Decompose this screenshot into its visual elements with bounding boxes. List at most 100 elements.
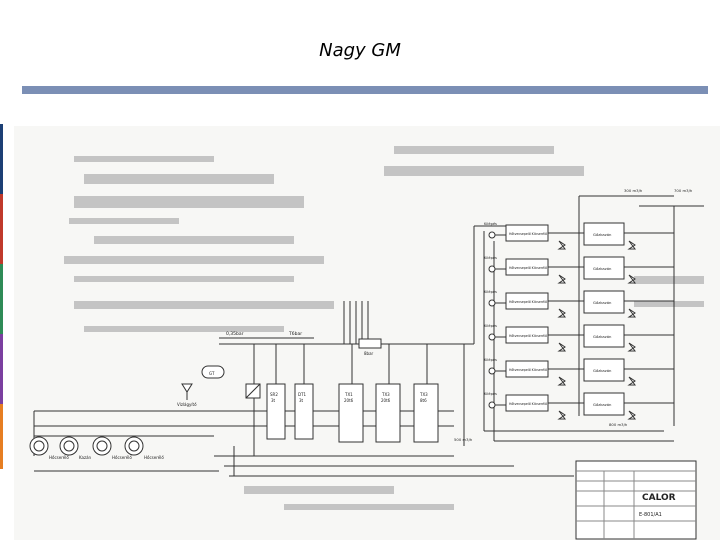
valve-icon	[627, 376, 636, 386]
svg-text:TX1: TX1	[344, 392, 353, 397]
process-flow-diagram: 8bar 0,35bar T6bar GT Vízlágyítő SR2 3t …	[29, 146, 704, 540]
flow-label-3: 800 m3/h	[609, 422, 628, 427]
tank-dt1: DT1 3t	[294, 383, 314, 440]
boiler-label: Gőzkazán	[593, 334, 612, 339]
faded-background-text	[64, 146, 704, 510]
valve-icon	[557, 274, 566, 284]
left-bar-orange	[0, 404, 3, 469]
svg-text:TX3: TX3	[381, 392, 390, 397]
boiler-inlet-icon	[488, 299, 496, 307]
drawing-title-block: CALOR E-801/A1	[575, 460, 697, 540]
heater-row: Hőcserélő Kazán Hőcserélő Hőcserélő	[29, 436, 164, 460]
heater-1: Hőcserélő	[29, 436, 69, 460]
economizer-label: Hőtvecsepelő Kilcserélő	[509, 266, 547, 270]
svg-text:Hőcserélő: Hőcserélő	[49, 455, 69, 460]
svg-text:Vízlágyítő: Vízlágyítő	[177, 402, 197, 407]
svg-text:20t6: 20t6	[381, 398, 391, 403]
boiler-label: Gőzkazán	[593, 368, 612, 373]
top-pressure-label: 0,35bar	[226, 331, 244, 337]
valve-icon	[557, 410, 566, 420]
left-bar-blue	[0, 124, 3, 194]
tank-tx1: TX1 20t6	[338, 383, 364, 443]
economizer-label: Hőtvecsepelő Kilcserélő	[509, 402, 547, 406]
boiler-box	[583, 222, 625, 246]
title-rule	[22, 86, 708, 94]
economizer-label: Hőtvecsepelő Kilcserélő	[509, 368, 547, 372]
boiler-inlet-icon	[488, 333, 496, 341]
valve-icon	[557, 240, 566, 250]
valve-icon	[627, 308, 636, 318]
boiler-inlet-icon	[488, 231, 496, 239]
boiler-inlet-label: Kilépés	[484, 324, 497, 328]
svg-text:GT: GT	[209, 371, 215, 376]
collector-block	[358, 338, 382, 349]
boiler-box	[583, 256, 625, 280]
softener-pump: Vízlágyítő	[177, 383, 197, 407]
boiler-label: Gőzkazán	[593, 232, 612, 237]
economizer-label: Hőtvecsepelő Kilcserélő	[509, 232, 547, 236]
boiler-inlet-icon	[488, 367, 496, 375]
boiler-box	[583, 358, 625, 382]
piping	[33, 195, 704, 477]
valve-icon	[627, 342, 636, 352]
flow-label-2: 700 m3/h	[674, 188, 693, 193]
svg-text:3t: 3t	[271, 398, 276, 403]
boiler-label: Gőzkazán	[593, 402, 612, 407]
title-block-company: CALOR	[642, 493, 676, 503]
svg-text:3t: 3t	[299, 398, 304, 403]
title-block-drawing-no: E-801/A1	[639, 512, 662, 518]
boiler-inlet-icon	[488, 401, 496, 409]
boiler-label: Gőzkazán	[593, 266, 612, 271]
scanned-diagram-image: 8bar 0,35bar T6bar GT Vízlágyítő SR2 3t …	[14, 126, 720, 540]
svg-text:DT1: DT1	[298, 392, 307, 397]
heater-3: Hőcserélő	[92, 436, 132, 460]
svg-text:SR2: SR2	[270, 392, 278, 397]
boiler-inlet-label: Kilépés	[484, 358, 497, 362]
economizer-label: Hőtvecsepelő Kilcserélő	[509, 300, 547, 304]
valve-icon	[627, 240, 636, 250]
svg-text:TX3: TX3	[419, 392, 428, 397]
collector-label: 8bar	[364, 351, 374, 356]
tank-tx3-a: TX3 20t6	[375, 383, 401, 443]
left-bar-purple	[0, 334, 3, 404]
boiler-inlet-label: Kilépés	[484, 392, 497, 396]
deaerator-tank: GT	[201, 365, 225, 379]
svg-text:8t6: 8t6	[420, 398, 427, 403]
top-pipe-label: T6bar	[288, 331, 302, 337]
svg-text:Hőcserélő: Hőcserélő	[112, 455, 132, 460]
left-bar-green	[0, 264, 3, 334]
boiler-inlet-label: Kilépés	[484, 256, 497, 260]
valve-icon	[627, 410, 636, 420]
flow-label-4: 500 m3/h	[454, 437, 473, 442]
heater-2: Kazán	[59, 436, 92, 460]
heater-4: Hőcserélő	[124, 436, 164, 460]
svg-text:Hőcserélő: Hőcserélő	[144, 455, 164, 460]
boiler-inlet-icon	[488, 265, 496, 273]
boiler-label: Gőzkazán	[593, 300, 612, 305]
boiler-box	[583, 324, 625, 348]
tank-tx3-b: TX3 8t6	[413, 383, 439, 443]
economizer-label: Hőtvecsepelő Kilcserélő	[509, 334, 547, 338]
left-bar-red	[0, 194, 3, 264]
valve-icon	[557, 308, 566, 318]
valve-icon	[627, 274, 636, 284]
valve-icon	[557, 376, 566, 386]
tank-sr2: SR2 3t	[266, 383, 286, 440]
valve-icon	[557, 342, 566, 352]
flow-label-1: 300 m3/h	[624, 188, 643, 193]
boiler-box	[583, 392, 625, 416]
boiler-box	[583, 290, 625, 314]
svg-text:Kazán: Kazán	[79, 455, 92, 460]
svg-text:20t6: 20t6	[344, 398, 354, 403]
boiler-inlet-label: Kilépés	[484, 290, 497, 294]
boiler-inlet-label: Kilépés	[484, 222, 497, 226]
left-color-bars	[0, 124, 3, 469]
slide-title: Nagy GM	[319, 40, 401, 61]
